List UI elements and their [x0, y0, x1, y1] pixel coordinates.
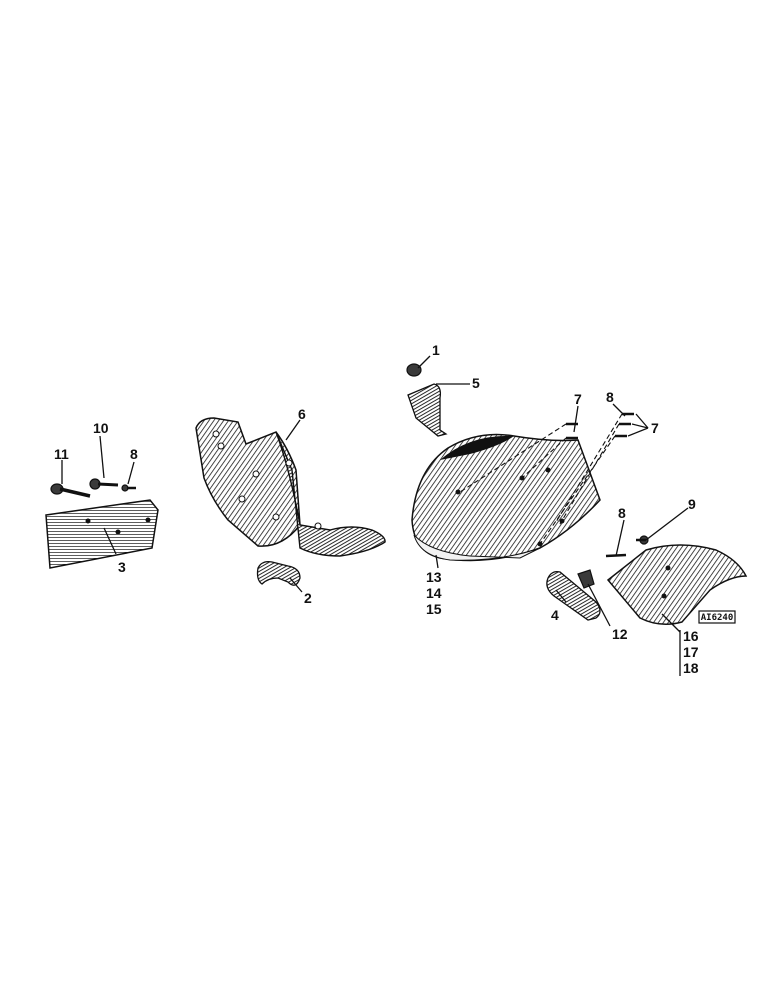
- leader-lines: [61, 355, 689, 676]
- part-1-nut: [406, 363, 422, 377]
- part-9-bolt: [636, 535, 649, 545]
- part-3-landside: [45, 499, 159, 569]
- callout-13: 13: [426, 569, 442, 585]
- callout-8-left: 8: [130, 446, 138, 462]
- callout-8-right: 8: [618, 505, 626, 521]
- part-7-screws: [566, 412, 634, 440]
- part-11-bolt: [50, 483, 91, 498]
- callout-9: 9: [688, 496, 696, 512]
- part-2-brace: [256, 560, 301, 586]
- part-16-share: [606, 544, 748, 625]
- assembly-dashed-lines: [459, 413, 623, 545]
- callout-4: 4: [551, 607, 559, 623]
- callout-12: 12: [612, 626, 628, 642]
- callout-14: 14: [426, 585, 442, 601]
- callout-labels: 1 5 6 3 2 10 11 8 7 8 7 8 9 13 14 15 4 1…: [54, 342, 699, 676]
- callout-7-right: 7: [651, 420, 659, 436]
- callout-17: 17: [683, 644, 699, 660]
- callout-18: 18: [683, 660, 699, 676]
- part-5-bracket: [407, 383, 448, 437]
- part-6-frog: [195, 417, 386, 557]
- callout-2: 2: [304, 590, 312, 606]
- part-10-bolt: [89, 478, 119, 490]
- part-12-clip: [577, 569, 595, 589]
- callout-7-upper: 7: [574, 391, 582, 407]
- callout-5: 5: [472, 375, 480, 391]
- callout-1: 1: [432, 342, 440, 358]
- callout-16: 16: [683, 628, 699, 644]
- callout-11: 11: [54, 446, 69, 462]
- part-8-bolt-left: [121, 484, 136, 492]
- callout-8-upper: 8: [606, 389, 614, 405]
- plate-code-box: AI6240: [698, 610, 736, 624]
- part-4-brace: [546, 570, 601, 621]
- callout-3: 3: [118, 559, 126, 575]
- plate-code-text: AI6240: [701, 613, 734, 623]
- callout-10: 10: [93, 420, 109, 436]
- callout-15: 15: [426, 601, 442, 617]
- callout-6: 6: [298, 406, 306, 422]
